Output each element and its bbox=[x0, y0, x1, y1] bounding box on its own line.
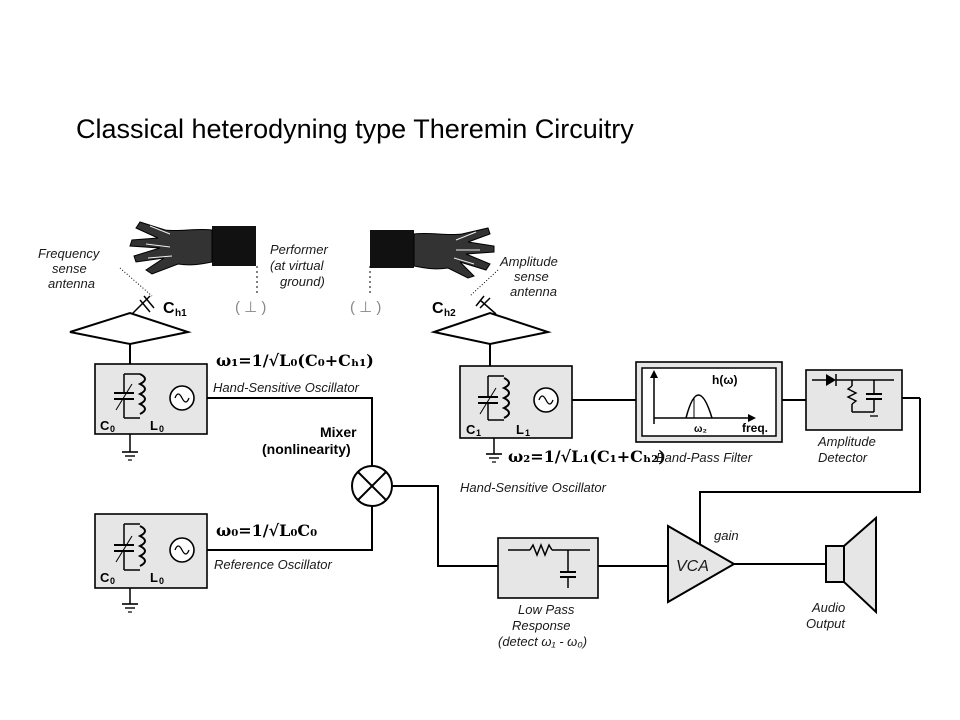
bandpass-h-label: h(ω) bbox=[712, 373, 737, 387]
mixer-icon bbox=[351, 465, 393, 507]
band-pass-filter: h(ω) ω₂ freq. bbox=[635, 361, 783, 443]
amplitude-detector bbox=[805, 369, 903, 431]
frequency-antenna-plate bbox=[69, 311, 192, 346]
low-pass-caption-line3: (detect ω₁ - ω₀) bbox=[498, 634, 587, 649]
osc2-c-sub: 1 bbox=[476, 428, 481, 438]
osc0-l-sub: 0 bbox=[159, 576, 164, 586]
amplitude-antenna-plate bbox=[430, 311, 552, 346]
osc1-formula: ω₁=1/√L₀(C₀+Cₕ₁) bbox=[216, 351, 374, 370]
osc2-caption: Hand-Sensitive Oscillator bbox=[460, 480, 607, 495]
ch1-sub: h1 bbox=[175, 308, 187, 319]
slide-title: Classical heterodyning type Theremin Cir… bbox=[76, 114, 634, 144]
ground-icon bbox=[122, 451, 138, 461]
amplitude-sense-label-line1: Amplitude bbox=[499, 254, 558, 269]
ch1-label: C bbox=[163, 300, 175, 317]
virtual-ground-left: ( ⊥ ) bbox=[235, 299, 266, 316]
low-pass-caption-line2: Response bbox=[512, 618, 571, 633]
osc0-l-label: L bbox=[150, 570, 158, 585]
bandpass-caption: Band-Pass Filter bbox=[656, 450, 753, 465]
mixer-label-line2: (nonlinearity) bbox=[262, 441, 351, 457]
osc0-caption: Reference Oscillator bbox=[214, 557, 332, 572]
right-hand-icon bbox=[370, 227, 495, 279]
vca-gain-label: gain bbox=[714, 528, 739, 543]
hand-sensitive-oscillator-1: C 0 L 0 bbox=[94, 363, 208, 435]
frequency-sense-label-line3: antenna bbox=[48, 276, 95, 291]
frequency-sense-label-line1: Frequency bbox=[38, 246, 101, 261]
osc2-l-sub: 1 bbox=[525, 428, 530, 438]
osc0-c-label: C bbox=[100, 570, 110, 585]
mixer-label-line1: Mixer bbox=[320, 424, 357, 440]
vca-label: VCA bbox=[676, 558, 709, 575]
osc0-c-sub: 0 bbox=[110, 576, 115, 586]
osc1-c-label: C bbox=[100, 418, 110, 433]
osc1-l-sub: 0 bbox=[159, 424, 164, 434]
ch2-sub: h2 bbox=[444, 308, 456, 319]
osc2-l-label: L bbox=[516, 422, 524, 437]
osc1-l-label: L bbox=[150, 418, 158, 433]
virtual-ground-right: ( ⊥ ) bbox=[350, 299, 381, 316]
audio-output-caption-line1: Audio bbox=[811, 600, 845, 615]
osc2-formula: ω₂=1/√L₁(C₁+Cₕ₂) bbox=[508, 447, 666, 466]
bandpass-w-label: ω₂ bbox=[694, 424, 707, 435]
left-hand-icon bbox=[129, 221, 256, 275]
low-pass-filter bbox=[497, 537, 599, 599]
amplitude-sense-label-line2: sense bbox=[514, 269, 549, 284]
ground-icon bbox=[486, 453, 502, 463]
ground-icon bbox=[122, 603, 138, 613]
amplitude-detector-caption-line1: Amplitude bbox=[817, 434, 876, 449]
performer-label-line2: (at virtual bbox=[270, 258, 325, 273]
osc1-c-sub: 0 bbox=[110, 424, 115, 434]
osc2-c-label: C bbox=[466, 422, 476, 437]
osc1-caption: Hand-Sensitive Oscillator bbox=[213, 380, 360, 395]
low-pass-caption-line1: Low Pass bbox=[518, 602, 575, 617]
osc0-formula: ω₀=1/√L₀C₀ bbox=[216, 521, 317, 540]
speaker-icon bbox=[825, 515, 877, 615]
amplitude-sense-label-line3: antenna bbox=[510, 284, 557, 299]
frequency-sense-label-line2: sense bbox=[52, 261, 87, 276]
reference-oscillator: C 0 L 0 bbox=[94, 513, 208, 589]
bandpass-freq-label: freq. bbox=[742, 421, 768, 435]
amplitude-detector-caption-line2: Detector bbox=[818, 450, 868, 465]
audio-output-caption-line2: Output bbox=[806, 616, 846, 631]
performer-label-line1: Performer bbox=[270, 242, 328, 257]
hand-sensitive-oscillator-2: C 1 L 1 bbox=[459, 365, 573, 439]
performer-label-line3: ground) bbox=[280, 274, 325, 289]
ch2-label: C bbox=[432, 300, 444, 317]
